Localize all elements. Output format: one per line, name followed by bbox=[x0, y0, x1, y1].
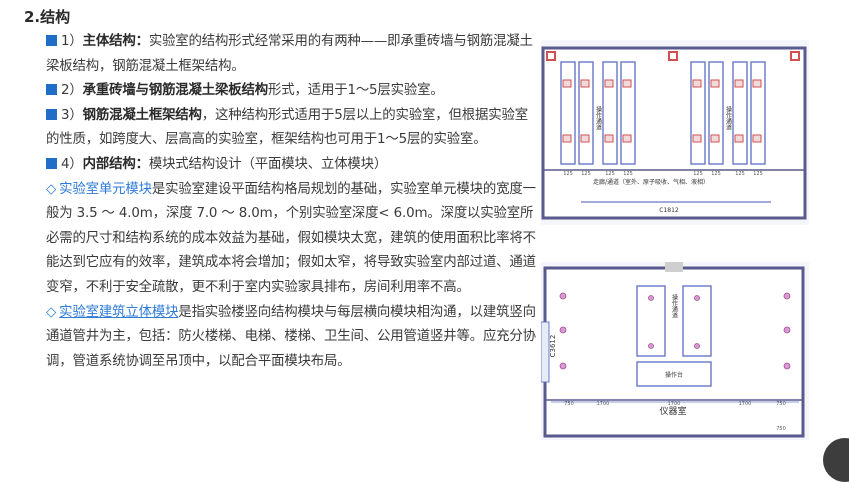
room-label: 仪器室 bbox=[659, 405, 686, 417]
dimension-label: 125 bbox=[693, 171, 703, 177]
dimension-label: 125 bbox=[581, 171, 591, 177]
item-body: ，这种结构形式适用于5层以上的实验室，但根据实验室的性质，如跨度大、层高高的实验… bbox=[46, 107, 528, 148]
lab-benches bbox=[636, 285, 712, 387]
body-text: 1）主体结构：实验室的结构形式经常采用的有两种——即承重砖墙与钢筋混凝土梁板结构… bbox=[46, 30, 538, 374]
item-term: 钢筋混凝土框架结构 bbox=[82, 107, 202, 123]
item-body: 形式，适用于1～5层实验室。 bbox=[268, 83, 444, 99]
floor-plan-top: 操作通道 操作通道 走廊/通道（室外、原子吸收、气相、液相） C1812 125… bbox=[541, 40, 809, 225]
diamond-bullet-icon: ◇ bbox=[46, 304, 57, 320]
section-heading: 2.结构 bbox=[24, 8, 71, 26]
dimension-label: 750 bbox=[564, 401, 574, 407]
table-label: 操作台 bbox=[665, 371, 683, 379]
paragraph-main-structure: 1）主体结构：实验室的结构形式经常采用的有两种——即承重砖墙与钢筋混凝土梁板结构… bbox=[46, 30, 538, 79]
item-body: 模块式结构设计（平面模块、立体模块） bbox=[148, 156, 388, 172]
duct bbox=[665, 262, 683, 272]
item-term: 实验室单元模块 bbox=[59, 181, 152, 197]
dimension-label: 750 bbox=[776, 426, 786, 432]
dimension-label: 1700 bbox=[739, 401, 752, 407]
bullet-square-icon bbox=[46, 157, 57, 169]
bullet-square-icon bbox=[46, 108, 57, 120]
item-body: 实验室的结构形式经常采用的有两种——即承重砖墙与钢筋混凝土梁板结构，钢筋混凝土框… bbox=[46, 34, 533, 74]
paragraph-vertical-module: ◇实验室建筑立体模块是指实验楼竖向结构模块与每层横向模块相沟通，以建筑竖向通道管… bbox=[46, 301, 538, 375]
bullet-square-icon bbox=[46, 84, 57, 96]
floor-plan-bottom: C3612 操作通道 操作台 仪器室 750 1700 1700 1700 75… bbox=[541, 262, 809, 440]
paragraph-frame-structure: 3）钢筋混凝土框架结构，这种结构形式适用于5层以上的实验室，但根据实验室的性质，… bbox=[46, 104, 538, 153]
item-body: 是指实验楼竖向结构模块与每层横向模块相沟通，以建筑竖向通道管井为主，包括：防火楼… bbox=[46, 304, 536, 369]
item-index: 1） bbox=[61, 34, 83, 49]
door-label: C1812 bbox=[659, 207, 679, 214]
item-term: 主体结构： bbox=[82, 34, 149, 49]
item-body: 是实验室建设平面结构格局规划的基础，实验室单元模块的宽度一般为 3.5 ～ 4.… bbox=[46, 181, 536, 295]
dimension-label: 1700 bbox=[597, 401, 610, 407]
item-index: 4） bbox=[61, 156, 83, 172]
item-term: 承重砖墙与钢筋混凝土梁板结构 bbox=[82, 83, 269, 99]
bench-label: 操作通道 bbox=[595, 105, 602, 131]
column-marks bbox=[546, 51, 800, 61]
paragraph-brick-wall: 2）承重砖墙与钢筋混凝土梁板结构形式，适用于1～5层实验室。 bbox=[46, 79, 538, 104]
bench-label: 操作通道 bbox=[725, 105, 732, 131]
window-label: C3612 bbox=[549, 335, 557, 358]
dimension-label: 125 bbox=[753, 171, 763, 177]
dimension-label: 125 bbox=[735, 171, 745, 177]
dimension-label: 125 bbox=[605, 171, 615, 177]
bench-label: 操作通道 bbox=[671, 293, 678, 319]
dimension-label: 750 bbox=[776, 401, 786, 407]
dimension-label: 125 bbox=[711, 171, 721, 177]
dimension-label: 1700 bbox=[668, 401, 681, 407]
item-term: 内部结构： bbox=[82, 156, 149, 172]
item-term: 实验室建筑立体模块 bbox=[59, 304, 179, 320]
sink-icons bbox=[562, 79, 762, 143]
item-index: 3） bbox=[61, 107, 83, 123]
lab-benches bbox=[560, 61, 766, 165]
item-index: 2） bbox=[61, 83, 83, 99]
paragraph-internal-structure: 4）内部结构：模块式结构设计（平面模块、立体模块） bbox=[46, 153, 538, 178]
plan-outer-wall bbox=[541, 46, 807, 220]
corridor-label: 走廊/通道（室外、原子吸收、气相、液相） bbox=[593, 178, 709, 186]
diamond-bullet-icon: ◇ bbox=[46, 181, 57, 197]
paragraph-unit-module: ◇实验室单元模块是实验室建设平面结构格局规划的基础，实验室单元模块的宽度一般为 … bbox=[46, 178, 538, 301]
dimension-labels: 750 1700 1700 1700 750 750 bbox=[564, 401, 786, 432]
page-corner-decoration bbox=[823, 438, 849, 482]
plan-outer-wall bbox=[543, 266, 805, 438]
dimension-label: 125 bbox=[563, 171, 573, 177]
bullet-square-icon bbox=[46, 35, 57, 46]
fixture-icons bbox=[559, 292, 791, 370]
dimension-label: 125 bbox=[623, 171, 633, 177]
dimension-labels: 125 125 125 125 125 125 125 125 bbox=[563, 171, 763, 177]
